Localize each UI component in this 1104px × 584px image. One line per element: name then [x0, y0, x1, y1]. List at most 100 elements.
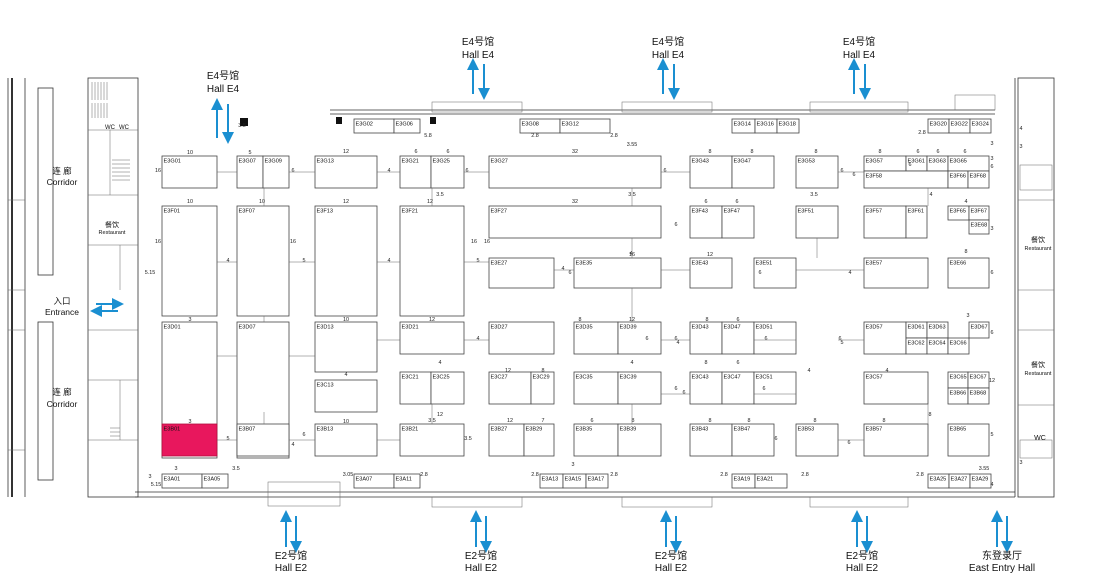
booth-e3e51[interactable]: E3E51 [753, 257, 797, 289]
booth-outline[interactable] [968, 219, 990, 235]
booth-outline[interactable] [399, 371, 432, 405]
booth-outline[interactable] [863, 257, 929, 289]
booth-outline[interactable] [314, 423, 378, 457]
booth-e3b57[interactable]: E3B57 [863, 423, 929, 457]
booth-outline[interactable] [863, 205, 907, 239]
gate-top-2[interactable]: E4号馆 Hall E4 [462, 35, 495, 100]
booth-e3c29[interactable]: E3C29 [530, 371, 555, 405]
booth-e3b29[interactable]: E3B29 [523, 423, 555, 457]
booth-e3b39[interactable]: E3B39 [617, 423, 662, 457]
booth-outline[interactable] [795, 423, 839, 457]
booth-outline[interactable] [863, 423, 929, 457]
booth-e3e68[interactable]: E3E68 [968, 219, 990, 235]
booth-outline[interactable] [201, 473, 229, 489]
booth-e3a25[interactable]: E3A25 [927, 473, 950, 489]
booth-outline[interactable] [399, 205, 465, 317]
booth-outline[interactable] [585, 473, 609, 489]
booth-outline[interactable] [947, 423, 990, 457]
booth-e3c13[interactable]: E3C13 [314, 379, 378, 413]
booth-e3g53[interactable]: E3G53 [795, 155, 839, 189]
booth-e3c57[interactable]: E3C57 [863, 371, 929, 405]
booth-e3g27[interactable]: E3G27 [488, 155, 662, 189]
booth-outline[interactable] [314, 321, 378, 373]
booth-outline[interactable] [721, 321, 755, 355]
gate-bottom-4[interactable]: E2号馆 Hall E2 [846, 510, 879, 574]
booth-e3f13[interactable]: E3F13 [314, 205, 378, 317]
booth-outline[interactable] [488, 371, 532, 405]
booth-e3d61[interactable]: E3D61 [905, 321, 928, 339]
booth-e3g08[interactable]: E3G08 [519, 118, 561, 134]
booth-e3c64[interactable]: E3C64 [926, 337, 949, 355]
booth-e3a17[interactable]: E3A17 [585, 473, 609, 489]
booth-e3c27[interactable]: E3C27 [488, 371, 532, 405]
gate-top-1[interactable]: E4号馆 Hall E4 [207, 69, 240, 144]
booth-outline[interactable] [689, 257, 733, 289]
booth-e3g20[interactable]: E3G20 [927, 118, 950, 134]
booth-e3g25[interactable]: E3G25 [430, 155, 465, 189]
booth-outline[interactable] [430, 155, 465, 189]
booth-e3f57[interactable]: E3F57 [863, 205, 907, 239]
booth-e3b68[interactable]: E3B68 [967, 387, 990, 405]
booth-e3d47[interactable]: E3D47 [721, 321, 755, 355]
booth-outline[interactable] [559, 118, 611, 134]
booth-e3a21[interactable]: E3A21 [754, 473, 788, 489]
booth-e3a13[interactable]: E3A13 [539, 473, 564, 489]
booth-e3g43[interactable]: E3G43 [689, 155, 733, 189]
booth-e3c39[interactable]: E3C39 [617, 371, 662, 405]
booth-e3d21[interactable]: E3D21 [399, 321, 465, 355]
booth-e3e43[interactable]: E3E43 [689, 257, 733, 289]
booth-e3b27[interactable]: E3B27 [488, 423, 525, 457]
booth-outline[interactable] [161, 423, 218, 457]
booth-e3f61[interactable]: E3F61 [905, 205, 928, 239]
booth-outline[interactable] [689, 423, 733, 457]
booth-e3c65[interactable]: E3C65 [947, 371, 969, 389]
booth-e3d63[interactable]: E3D63 [926, 321, 949, 339]
booth-outline[interactable] [947, 337, 970, 355]
booth-outline[interactable] [523, 423, 555, 457]
booth-outline[interactable] [488, 155, 662, 189]
booth-e3a11[interactable]: E3A11 [393, 473, 421, 489]
booth-outline[interactable] [617, 423, 662, 457]
booth-e3c21[interactable]: E3C21 [399, 371, 432, 405]
booth-outline[interactable] [314, 379, 378, 413]
booth-e3b43[interactable]: E3B43 [689, 423, 733, 457]
booth-outline[interactable] [393, 118, 421, 134]
booth-e3f21[interactable]: E3F21 [399, 205, 465, 317]
booth-e3g47[interactable]: E3G47 [731, 155, 775, 189]
gate-top-3[interactable]: E4号馆 Hall E4 [652, 35, 685, 100]
booth-e3d13[interactable]: E3D13 [314, 321, 378, 373]
booth-e3g02[interactable]: E3G02 [353, 118, 395, 134]
booth-e3b01[interactable]: E3B01 [161, 423, 218, 457]
booth-e3d39[interactable]: E3D39 [617, 321, 662, 355]
booth-e3g22[interactable]: E3G22 [948, 118, 971, 134]
booth-e3b53[interactable]: E3B53 [795, 423, 839, 457]
booth-e3c47[interactable]: E3C47 [721, 371, 755, 405]
booth-outline[interactable] [795, 155, 839, 189]
booth-e3e27[interactable]: E3E27 [488, 257, 555, 289]
booth-outline[interactable] [968, 321, 990, 339]
booth-e3f68[interactable]: E3F68 [967, 170, 990, 189]
booth-outline[interactable] [236, 423, 290, 457]
booth-e3b21[interactable]: E3B21 [399, 423, 465, 457]
booth-outline[interactable] [430, 371, 465, 405]
booth-outline[interactable] [393, 473, 421, 489]
booth-e3g14[interactable]: E3G14 [731, 118, 756, 134]
booth-e3b66[interactable]: E3B66 [947, 387, 969, 405]
booth-e3g24[interactable]: E3G24 [969, 118, 992, 134]
booth-outline[interactable] [753, 257, 797, 289]
booth-outline[interactable] [753, 321, 797, 355]
booth-outline[interactable] [967, 170, 990, 189]
booth-e3d27[interactable]: E3D27 [488, 321, 555, 355]
booth-outline[interactable] [488, 423, 525, 457]
booth-e3b13[interactable]: E3B13 [314, 423, 378, 457]
booth-e3c25[interactable]: E3C25 [430, 371, 465, 405]
booth-e3f51[interactable]: E3F51 [795, 205, 839, 239]
booth-e3c35[interactable]: E3C35 [573, 371, 619, 405]
booth-e3f27[interactable]: E3F27 [488, 205, 662, 239]
booth-outline[interactable] [617, 321, 662, 355]
booth-outline[interactable] [161, 205, 218, 317]
booth-e3c67[interactable]: E3C67 [967, 371, 990, 389]
booth-e3d35[interactable]: E3D35 [573, 321, 619, 355]
booth-e3f65[interactable]: E3F65 [947, 205, 970, 221]
gate-bottom-3[interactable]: E2号馆 Hall E2 [655, 510, 688, 574]
